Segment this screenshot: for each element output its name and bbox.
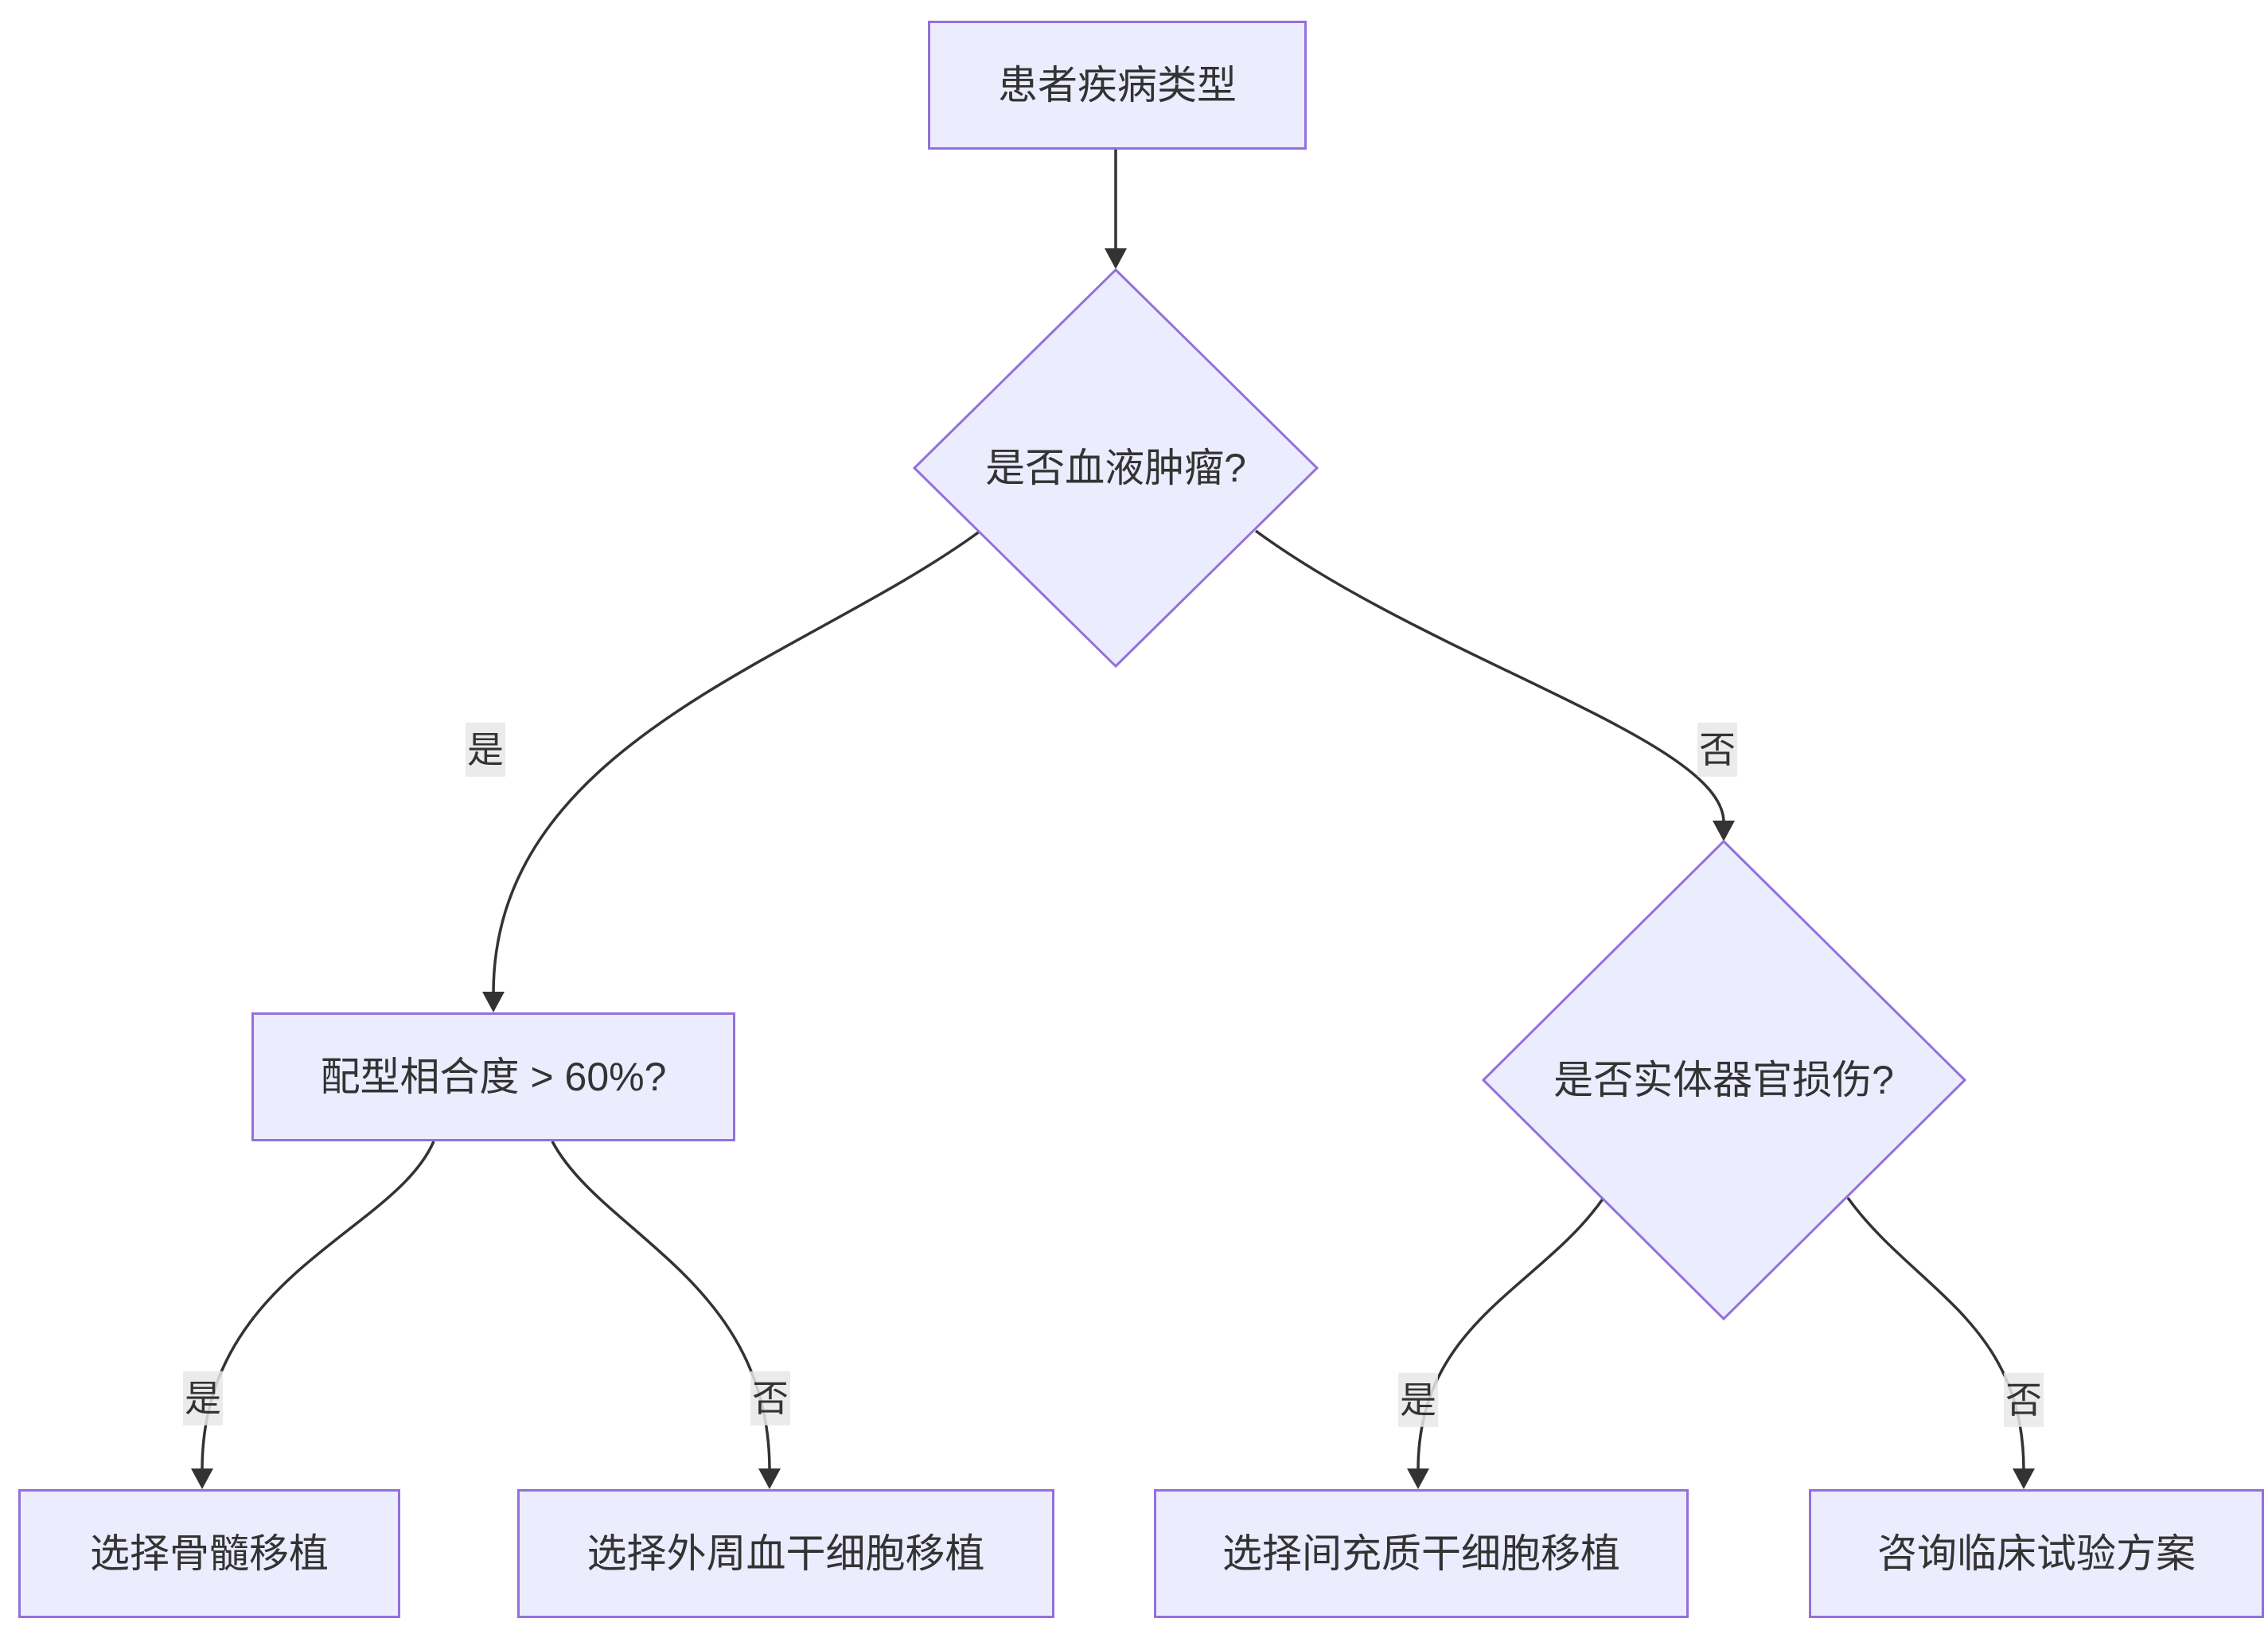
edge-label-yes: 是 (183, 1371, 223, 1426)
arrowhead-icon (758, 1468, 781, 1489)
arrowhead-icon (1713, 821, 1735, 841)
edge-label-no: 否 (2004, 1372, 2044, 1428)
node-patient-disease-type: 患者疾病类型 (928, 21, 1307, 150)
edge-blood-tumor-yes (492, 529, 982, 994)
edge-label-no: 否 (1697, 722, 1737, 778)
edge-label-no: 否 (750, 1371, 790, 1426)
node-label: 配型相合度 > 60%? (320, 1054, 667, 1099)
arrowhead-icon (1407, 1468, 1429, 1489)
node-mesenchymal-stem-cell-transplant: 选择间充质干细胞移植 (1154, 1489, 1689, 1618)
node-match-compatibility: 配型相合度 > 60%? (251, 1012, 735, 1141)
edge-match-yes (201, 1141, 435, 1471)
node-clinical-trial-consult: 咨询临床试验方案 (1809, 1489, 2264, 1618)
arrowhead-icon (2013, 1468, 2035, 1489)
edge-organ-damage-yes (1417, 1196, 1605, 1471)
arrowhead-icon (482, 992, 505, 1012)
decision-blood-tumor-shape (912, 267, 1319, 669)
node-label: 选择间充质干细胞移植 (1222, 1531, 1620, 1576)
edge-match-no (551, 1141, 771, 1471)
edge-label-yes: 是 (1398, 1372, 1438, 1428)
edge-blood-tumor-no (1254, 529, 1725, 823)
node-label: 选择骨髓移植 (90, 1531, 329, 1576)
edge-label-yes: 是 (466, 722, 505, 778)
decision-organ-damage-shape (1481, 839, 1967, 1321)
node-label: 患者疾病类型 (998, 62, 1237, 107)
node-label: 咨询临床试验方案 (1877, 1531, 2196, 1576)
node-bone-marrow-transplant: 选择骨髓移植 (18, 1489, 400, 1618)
node-peripheral-blood-stem-cell-transplant: 选择外周血干细胞移植 (517, 1489, 1054, 1618)
edge-organ-damage-no (1846, 1196, 2025, 1471)
arrowhead-icon (191, 1468, 213, 1489)
node-label: 选择外周血干细胞移植 (586, 1531, 985, 1576)
arrowhead-icon (1105, 248, 1127, 269)
